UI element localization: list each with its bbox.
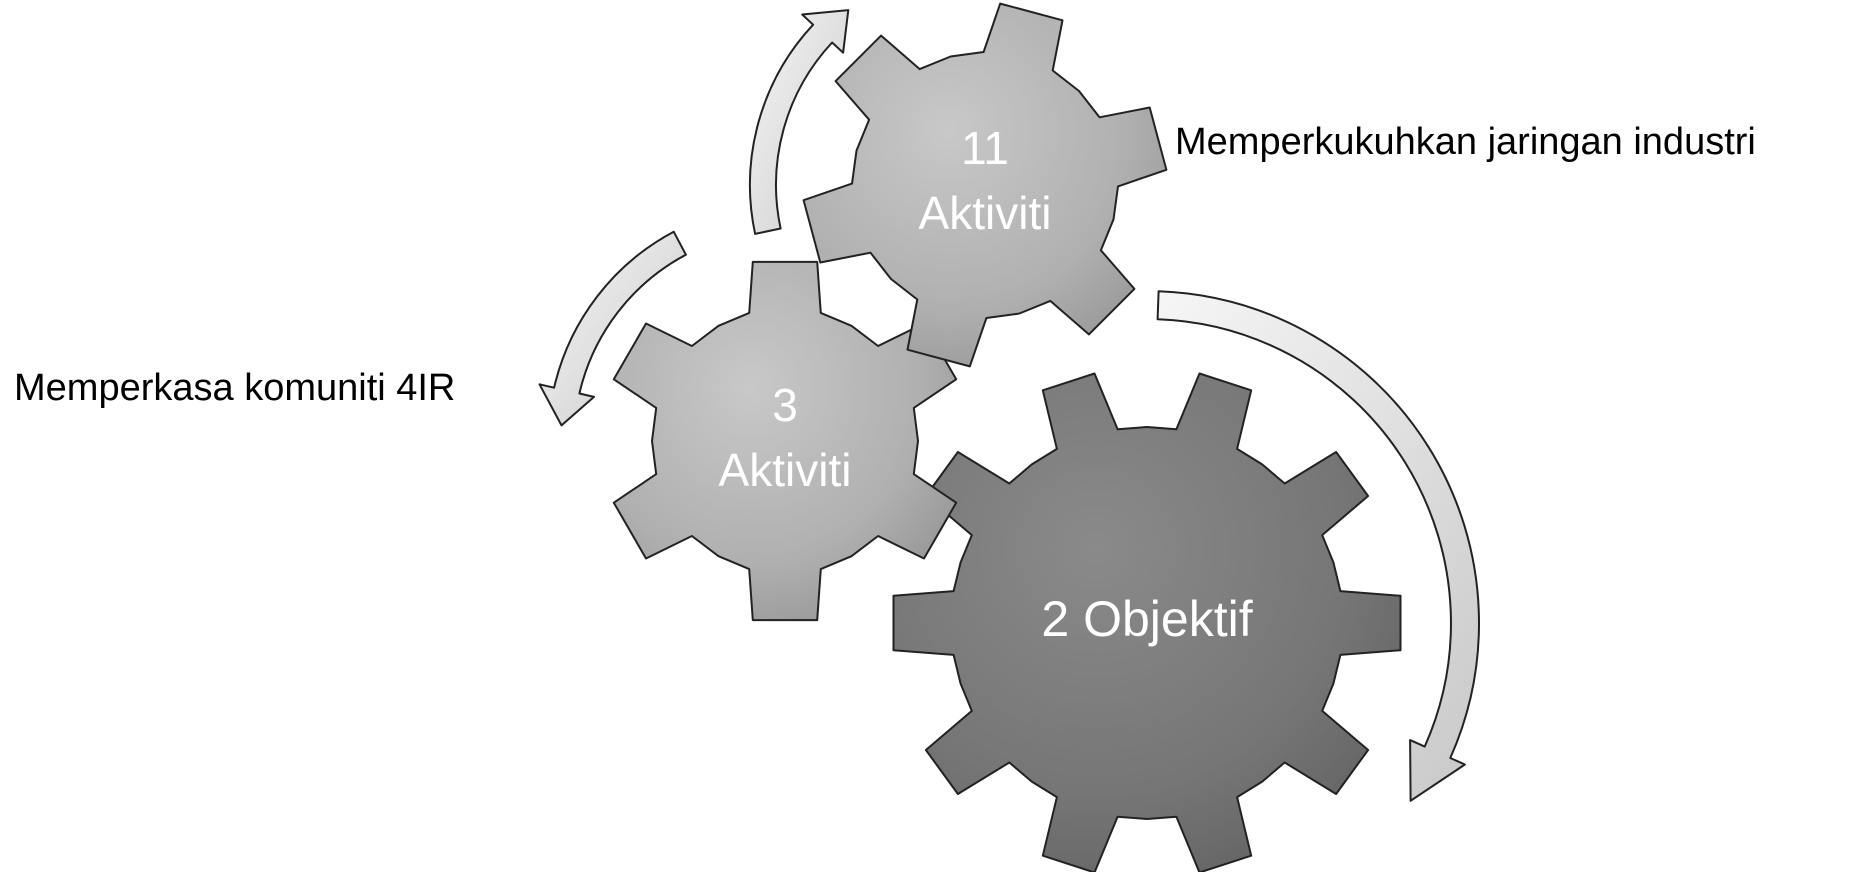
gear-activity-11-number: 11 bbox=[961, 122, 1009, 174]
gear-activity-3 bbox=[612, 260, 958, 622]
gear-objective-text: 2 Objektif bbox=[1041, 591, 1252, 647]
cycle-arrow-left bbox=[538, 230, 687, 427]
label-community-4ir: Memperkasa komuniti 4IR bbox=[14, 367, 456, 409]
cycle-arrow-right bbox=[1156, 290, 1480, 802]
label-industry-network: Memperkukuhkan jaringan industri bbox=[1175, 121, 1756, 163]
gear-activity-11-label: Aktiviti bbox=[919, 187, 1052, 239]
gear-activity-11 bbox=[802, 2, 1168, 368]
cycle-arrow-top bbox=[748, 9, 850, 235]
gear-activity-3-label: Aktiviti bbox=[719, 444, 852, 496]
gear-activity-3-number: 3 bbox=[772, 379, 798, 431]
